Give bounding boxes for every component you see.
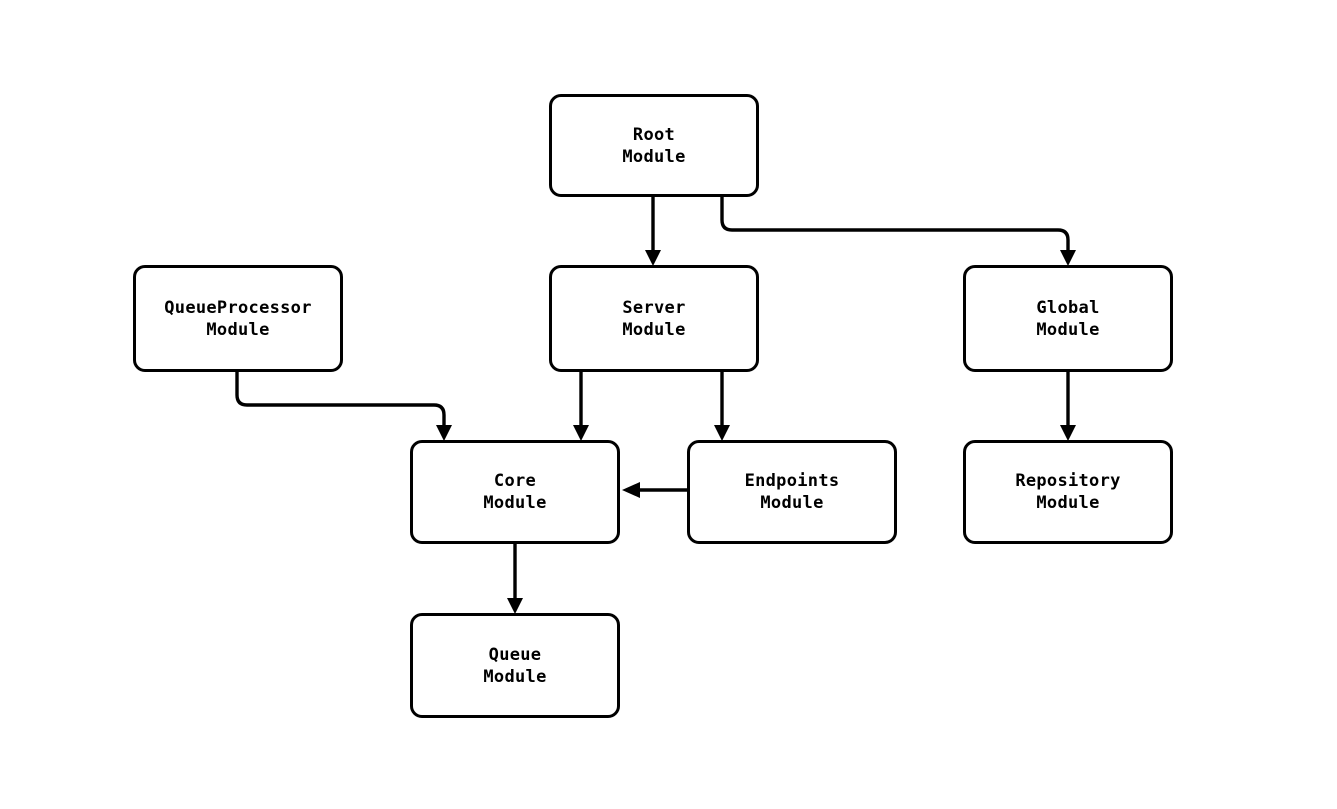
- node-endpoints-module-label-line2: Module: [760, 493, 824, 513]
- edge-line: [720, 197, 1070, 258]
- node-global-module-label-line1: Global: [1036, 297, 1100, 318]
- node-root-module[interactable]: Root Module: [549, 94, 759, 197]
- node-repository-module-label-line1: Repository: [1015, 471, 1121, 491]
- node-queueprocessor-module[interactable]: QueueProcessor Module: [133, 265, 343, 372]
- node-global-module-label-line2: Module: [1036, 319, 1100, 340]
- node-queue-module-label-line2: Module: [483, 666, 547, 687]
- node-endpoints-module[interactable]: Endpoints Module: [687, 440, 897, 544]
- edge-server-to-core: [573, 372, 589, 441]
- edge-root-to-global: [720, 197, 1076, 266]
- edge-root-to-server: [645, 197, 661, 266]
- edge-endpoints-to-core: [622, 482, 687, 498]
- arrowhead-down-icon: [1060, 250, 1076, 266]
- arrowhead-down-icon: [436, 425, 452, 441]
- node-core-module-label-line1: Core: [493, 471, 537, 491]
- edge-core-to-queue: [507, 544, 523, 614]
- arrowhead-down-icon: [507, 598, 523, 614]
- node-core-module-label-line2: Module: [483, 493, 547, 513]
- arrowhead-down-icon: [645, 250, 661, 266]
- node-server-module-label-line1: Server: [622, 297, 686, 318]
- node-endpoints-module-label-line1: Endpoints: [744, 471, 840, 491]
- arrowhead-down-icon: [714, 425, 730, 441]
- node-global-module[interactable]: Global Module: [963, 265, 1173, 372]
- node-queue-module-label-line1: Queue: [488, 644, 542, 665]
- node-queueprocessor-module-label-line2: Module: [206, 319, 270, 340]
- edge-queueprocessor-to-core: [235, 372, 452, 441]
- node-core-module[interactable]: Core Module: [410, 440, 620, 544]
- edge-line: [235, 372, 446, 433]
- edge-global-to-repository: [1060, 372, 1076, 441]
- node-repository-module-label-line2: Module: [1036, 493, 1100, 513]
- node-server-module-label-line2: Module: [622, 319, 686, 340]
- edge-server-to-endpoints: [714, 372, 730, 441]
- arrowhead-down-icon: [573, 425, 589, 441]
- node-queueprocessor-module-label-line1: QueueProcessor: [164, 297, 312, 318]
- node-repository-module[interactable]: Repository Module: [963, 440, 1173, 544]
- node-root-module-label-line1: Root: [632, 124, 676, 145]
- arrowhead-left-icon: [622, 482, 640, 498]
- node-queue-module[interactable]: Queue Module: [410, 613, 620, 718]
- node-root-module-label-line2: Module: [622, 146, 686, 167]
- node-server-module[interactable]: Server Module: [549, 265, 759, 372]
- arrowhead-down-icon: [1060, 425, 1076, 441]
